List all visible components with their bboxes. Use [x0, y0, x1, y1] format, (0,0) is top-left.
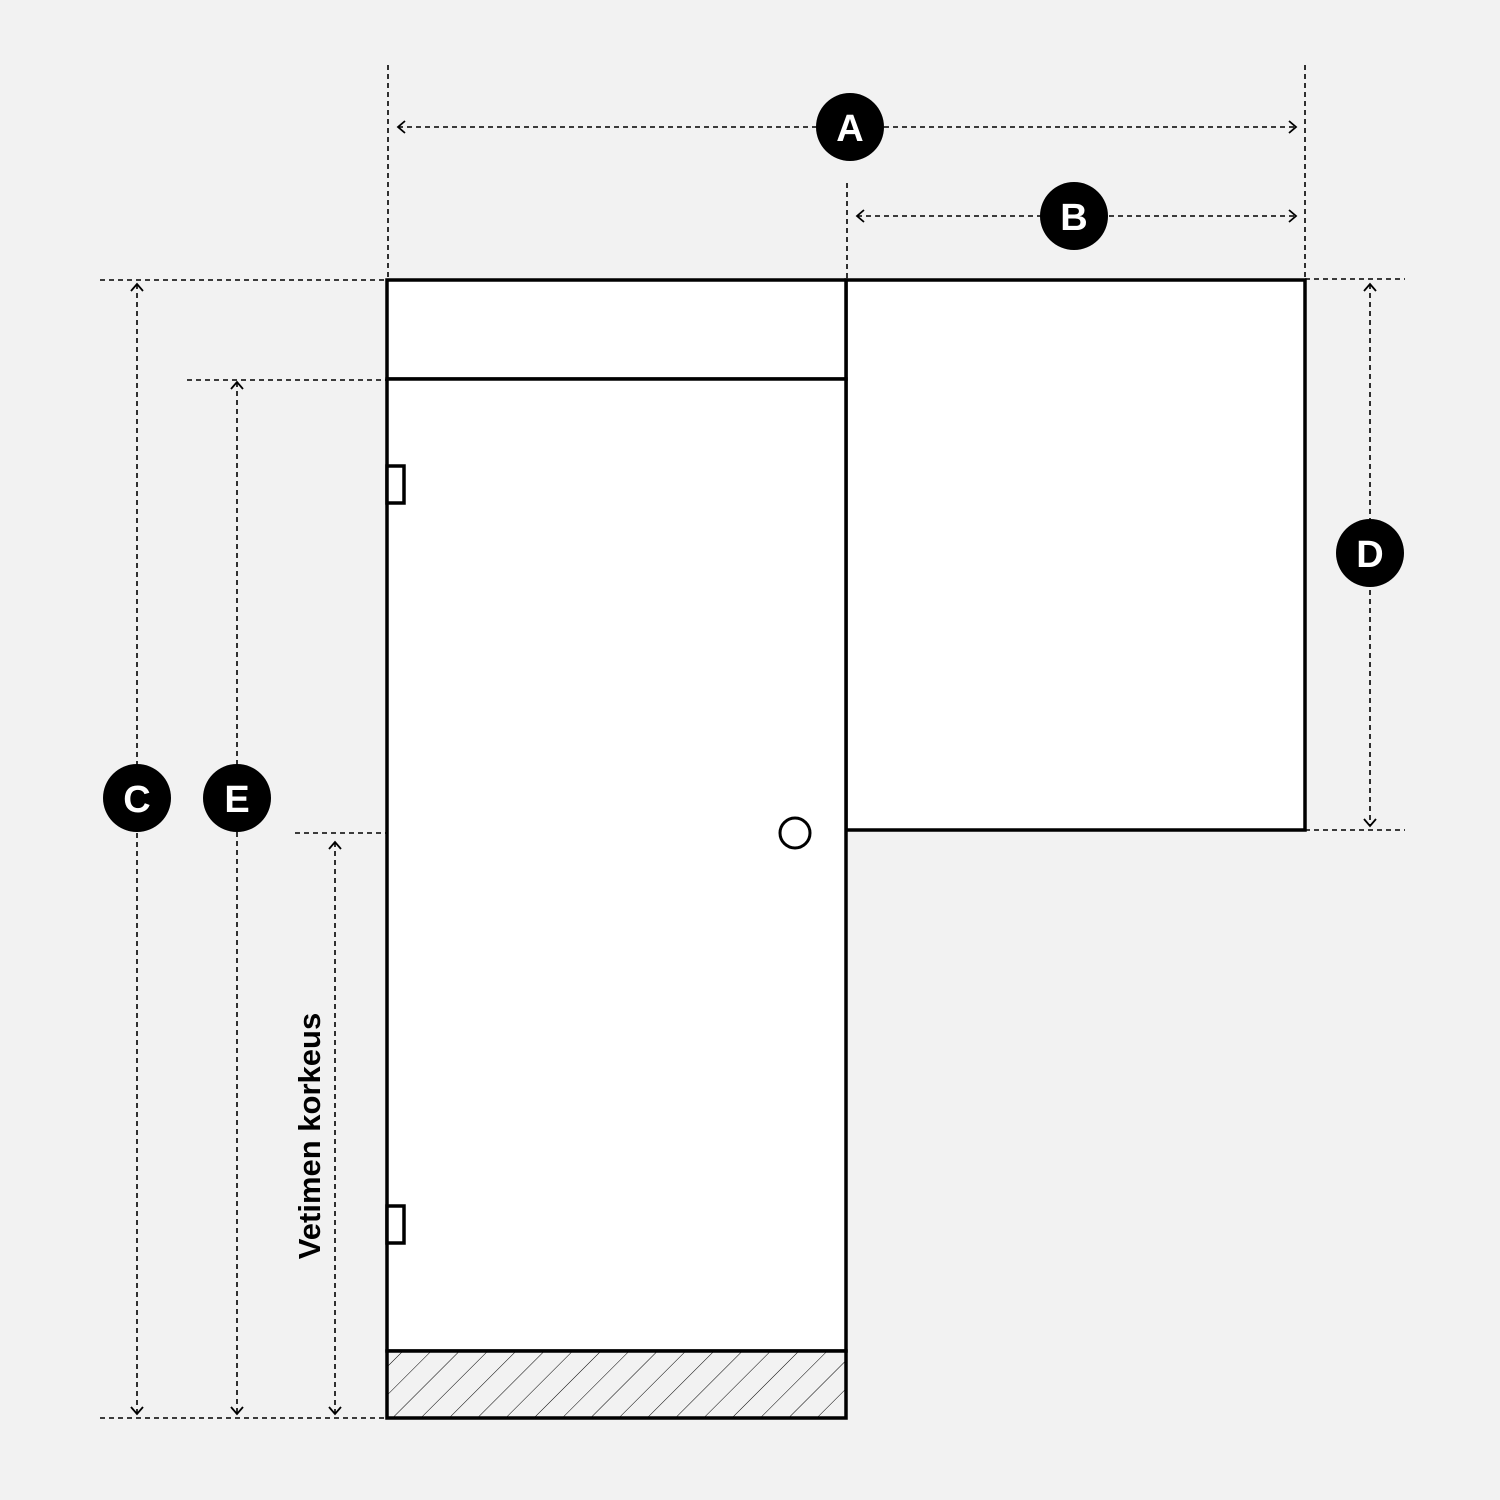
dimension-d: D	[1336, 282, 1404, 828]
dimension-e: E	[203, 380, 271, 1416]
hinge-bottom-icon	[385, 1204, 406, 1245]
dimension-c: C	[103, 282, 171, 1416]
label-a: A	[836, 108, 863, 150]
badge-d	[1336, 519, 1404, 587]
guide-lines	[100, 65, 1405, 1419]
badge-a	[816, 93, 884, 161]
label-b: B	[1060, 197, 1087, 239]
label-d: D	[1356, 534, 1383, 576]
dimension-b: B	[855, 182, 1298, 250]
cabinet	[385, 278, 1307, 1420]
badge-e	[203, 764, 271, 832]
plinth-hatched	[385, 1349, 848, 1420]
badge-c	[103, 764, 171, 832]
badge-b	[1040, 182, 1108, 250]
top-panel	[385, 278, 848, 381]
upper-right-cabinet	[844, 278, 1307, 832]
handle-icon	[778, 816, 812, 850]
door-panel	[385, 377, 848, 1353]
dimension-a: A	[396, 93, 1298, 161]
dimension-handle-height: Vetimen korkeus	[292, 840, 342, 1416]
hinge-top-icon	[385, 464, 406, 505]
label-e: E	[224, 779, 249, 821]
handle-height-label: Vetimen korkeus	[292, 1013, 327, 1259]
label-c: C	[123, 779, 150, 821]
